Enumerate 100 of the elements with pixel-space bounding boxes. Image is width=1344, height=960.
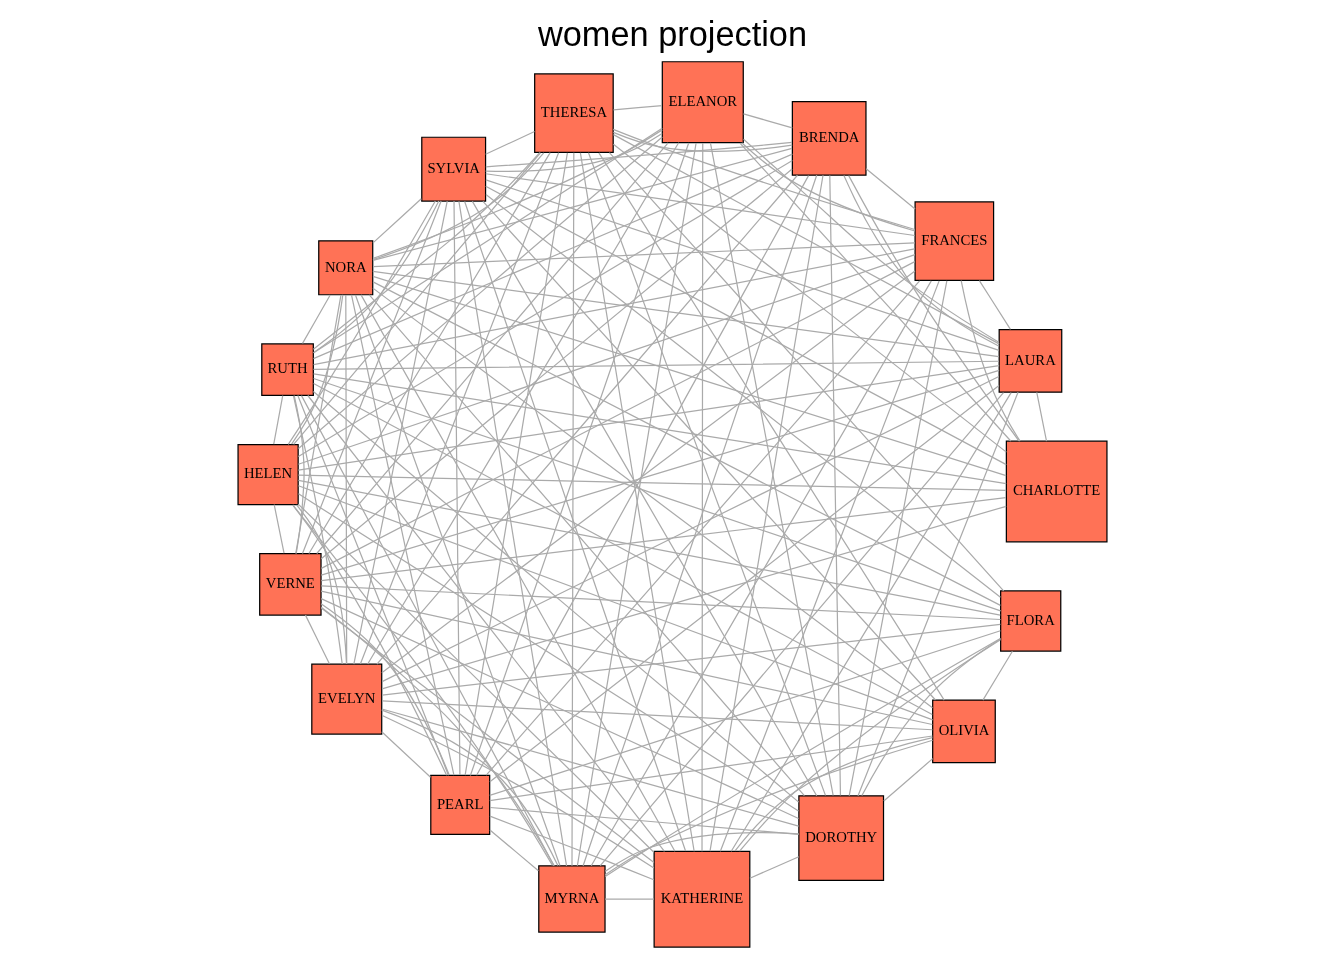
connector: [484, 185, 1007, 465]
connector: [312, 247, 915, 365]
node-box: FLORA: [999, 589, 1061, 652]
connector: [612, 143, 1007, 453]
connector: [842, 174, 1000, 347]
connector: [481, 200, 936, 701]
connector: [297, 135, 663, 449]
connector: [306, 394, 665, 852]
connector: [344, 293, 347, 664]
connector: [320, 167, 793, 559]
connector: [828, 174, 841, 796]
connector: [457, 200, 567, 866]
connector: [1035, 391, 1047, 442]
connector: [300, 394, 554, 866]
connector: [847, 174, 1020, 442]
connector: [484, 178, 1000, 351]
connector: [380, 375, 999, 682]
connector: [312, 360, 1000, 370]
connector: [380, 623, 1001, 696]
connector: [599, 391, 1004, 866]
connector: [381, 714, 654, 869]
connector: [587, 151, 826, 796]
connector: [484, 141, 793, 168]
connector: [484, 132, 663, 172]
connector: [371, 270, 999, 357]
connector: [380, 707, 799, 827]
connector: [291, 503, 447, 776]
connector: [484, 193, 1001, 598]
connector: [730, 391, 1012, 852]
connector: [464, 151, 568, 776]
connector: [297, 479, 1001, 616]
connector: [604, 897, 654, 900]
connector: [366, 141, 679, 665]
connector: [301, 199, 442, 554]
connector: [748, 855, 799, 879]
connector: [320, 597, 799, 819]
connector: [312, 151, 540, 350]
connector: [848, 279, 947, 796]
connector: [612, 133, 1000, 344]
node-box: LAURA: [998, 328, 1062, 393]
connector: [709, 141, 834, 796]
connector: [604, 739, 933, 875]
diagram-title: women projection: [537, 14, 807, 53]
node-box: NORA: [317, 239, 373, 295]
connector: [371, 280, 1001, 606]
connector: [319, 602, 450, 776]
connector: [290, 293, 343, 445]
connector: [320, 606, 655, 863]
node-box: OLIVIA: [931, 699, 996, 763]
connector: [488, 734, 933, 801]
connector: [292, 151, 541, 445]
node-box: FRANCES: [913, 200, 994, 281]
connector: [304, 614, 330, 664]
connector: [597, 151, 945, 701]
connector: [295, 503, 347, 665]
connector: [315, 141, 669, 554]
connector: [297, 159, 793, 457]
connector: [320, 260, 915, 569]
connector: [297, 253, 916, 465]
connector: [301, 293, 331, 344]
connector: [488, 828, 539, 871]
connector: [738, 638, 1001, 852]
connector: [488, 629, 1001, 796]
connector: [375, 174, 798, 665]
node-box: MYRNA: [537, 864, 606, 933]
connector: [291, 503, 553, 866]
connector: [488, 384, 1000, 782]
connector: [312, 199, 439, 353]
connector: [312, 377, 1001, 611]
connector: [608, 151, 1004, 591]
node-box: SYLVIA: [420, 136, 486, 202]
connector: [452, 200, 461, 776]
node-box: HELEN: [236, 443, 299, 505]
connector: [570, 151, 574, 866]
node-box: PEARL: [429, 774, 490, 835]
connector: [463, 200, 686, 852]
connector: [381, 699, 933, 730]
connector: [856, 391, 1019, 796]
connector: [312, 382, 933, 715]
connector: [312, 390, 799, 803]
node-box: CHARLOTTE: [1005, 440, 1108, 542]
connector: [319, 590, 933, 725]
connector: [488, 806, 799, 835]
connector: [312, 153, 793, 359]
connector: [740, 141, 916, 232]
connector: [368, 293, 805, 796]
connector: [582, 174, 817, 866]
connector: [738, 142, 1011, 442]
connector: [719, 279, 940, 852]
connector: [371, 147, 793, 261]
connector: [287, 199, 436, 445]
connector: [292, 394, 343, 665]
connector: [371, 287, 933, 708]
connector: [297, 364, 1000, 471]
node-box: RUTH: [260, 342, 314, 396]
connector: [293, 394, 305, 554]
connector: [612, 128, 915, 230]
connector: [371, 128, 663, 259]
connector: [297, 492, 799, 812]
connector: [708, 174, 824, 852]
